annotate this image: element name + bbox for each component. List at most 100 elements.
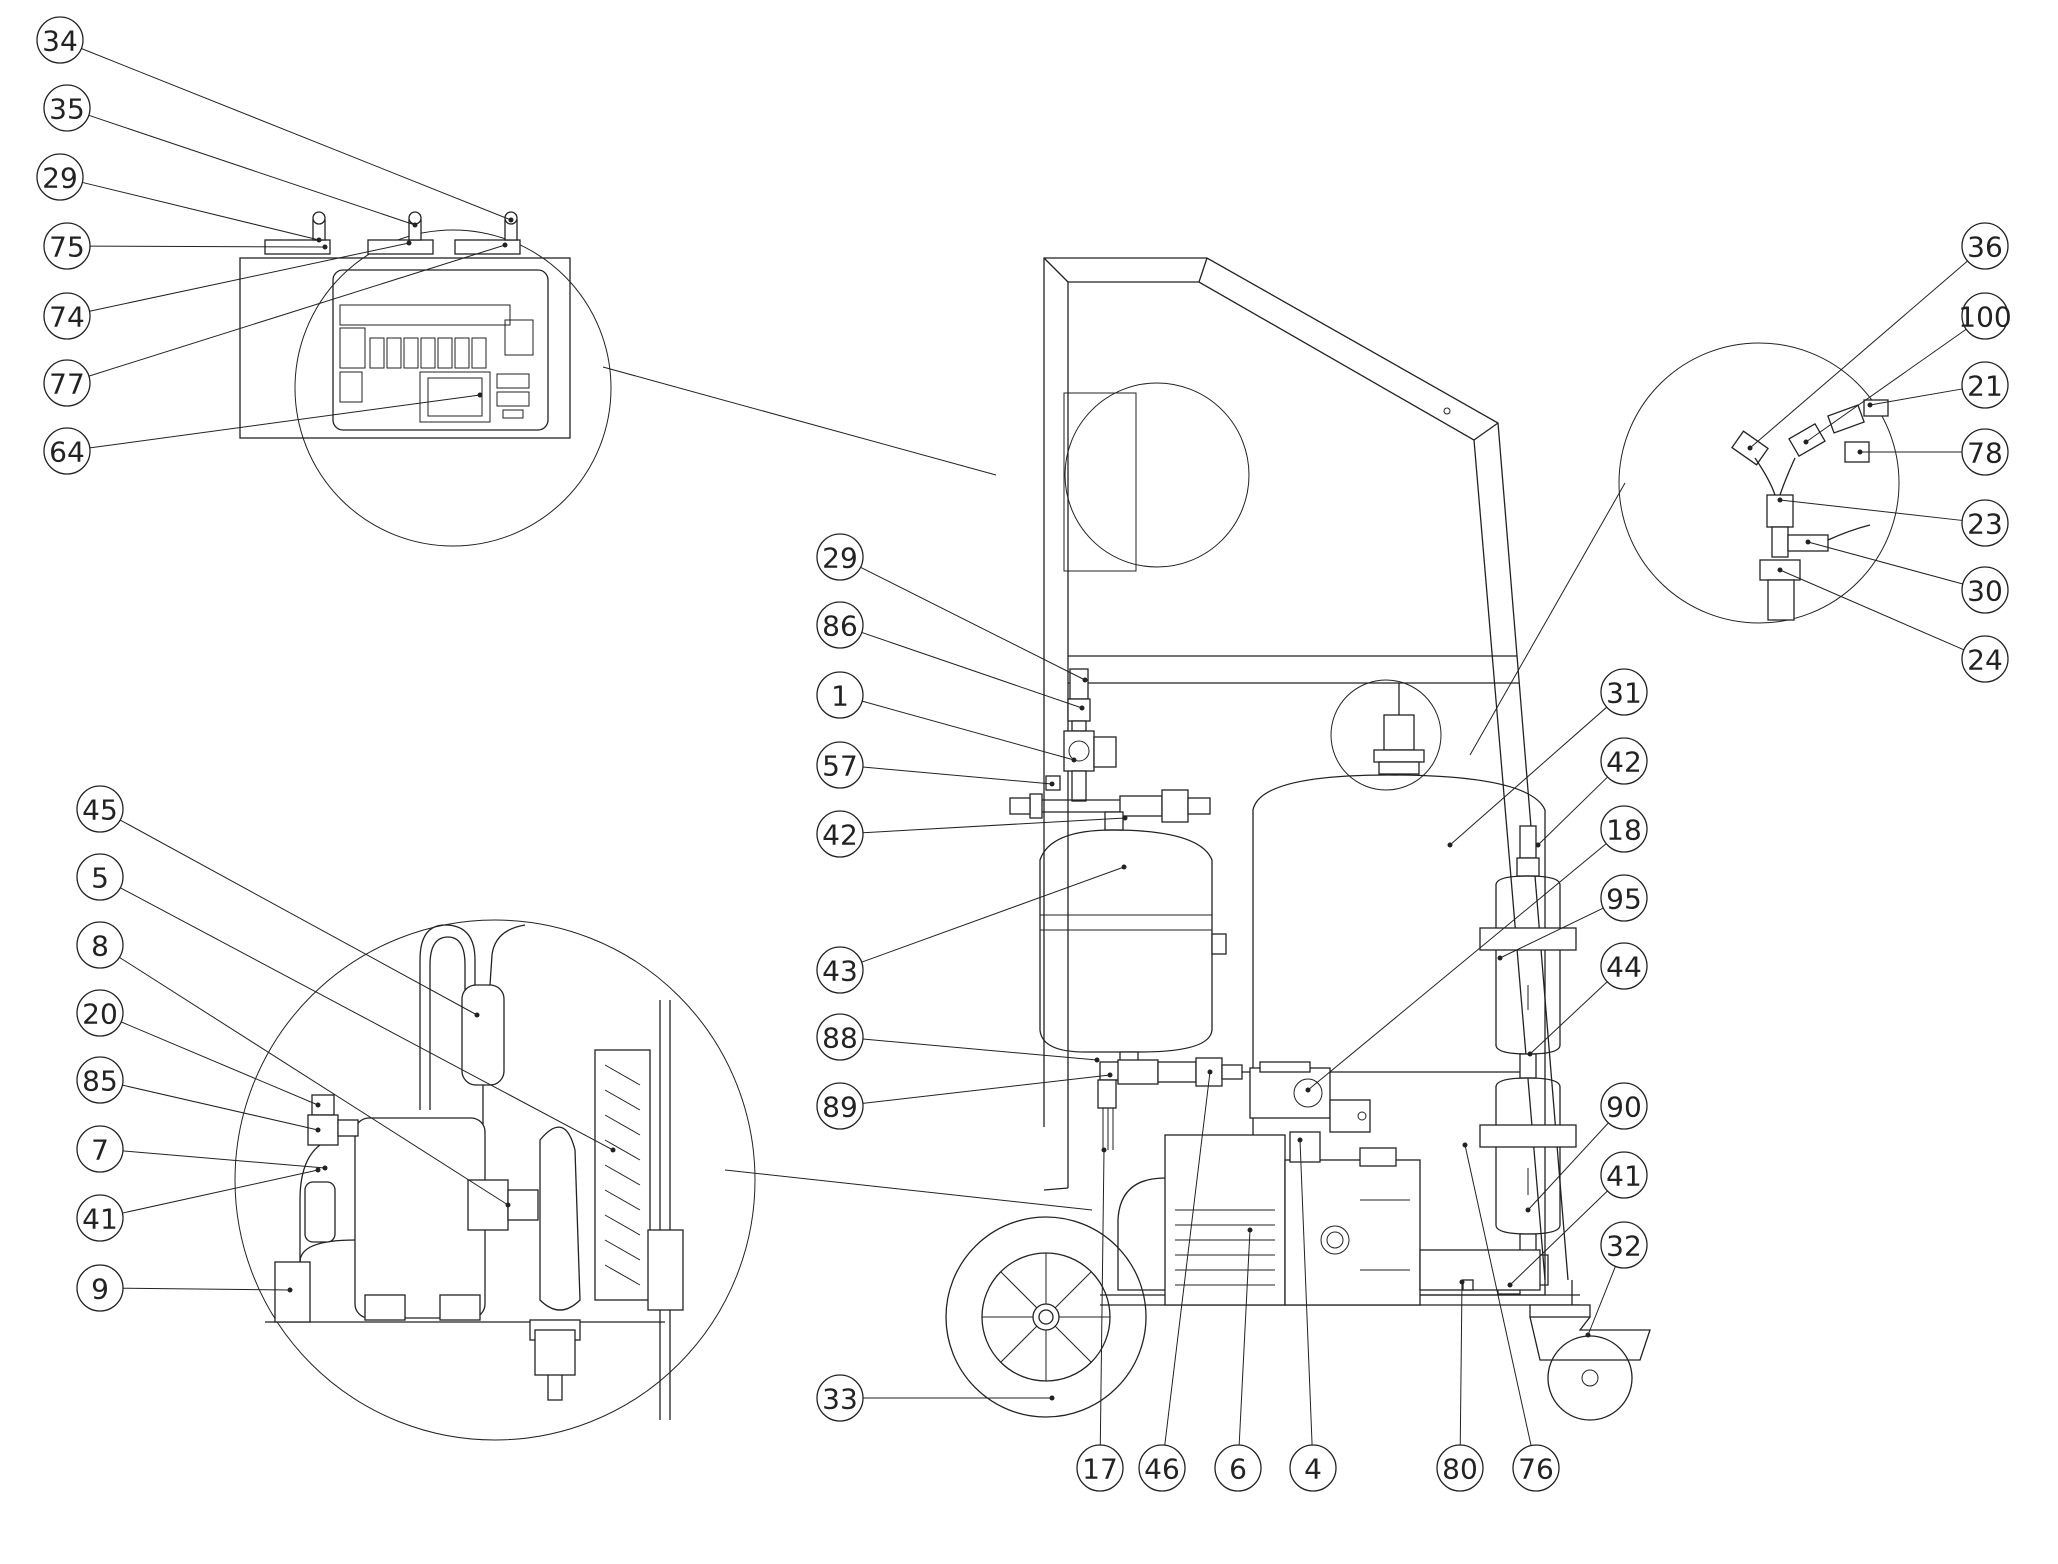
callout-c80: 80 [1436,1279,1484,1492]
leader-dot [1079,705,1085,711]
leader-dot [1049,1395,1055,1401]
callout-bubble [1512,1444,1560,1492]
callout-bubble [816,601,864,649]
callout-c75: 75 [43,222,328,270]
leader-line [1499,907,1604,959]
leader-dot [1805,539,1811,545]
callout-number: 45 [82,794,118,827]
leader-dot [315,1127,321,1133]
leader-line [1749,260,1968,449]
leader-line [1807,541,1963,585]
leader-line [1238,1229,1251,1446]
callout-bubble [816,741,864,789]
callout-number: 77 [49,368,85,401]
leader-line [861,631,1083,709]
callout-number: 32 [1606,1230,1642,1263]
leader-line [1869,388,1963,406]
leader-line [862,700,1075,761]
leader-line [88,244,506,377]
callout-c29b: 29 [816,533,1088,683]
callout-c95: 95 [1497,874,1648,961]
callout-c8: 8 [76,921,511,1208]
leader-dot [1121,864,1127,870]
leader-line [1509,1190,1608,1286]
leader-line [89,242,410,312]
callout-bubble [43,292,91,340]
callout-number: 4 [1304,1453,1322,1486]
callout-c90: 90 [1525,1082,1648,1213]
leader-dot [1527,1051,1533,1057]
callout-number: 1 [831,680,849,713]
leader-dot [322,244,328,250]
callout-number: 9 [91,1273,109,1306]
leader-line [82,181,320,241]
callout-bubble [76,1125,124,1173]
callout-bubble [816,946,864,994]
leader-line [1307,843,1607,1091]
callout-bubble [1961,566,2009,614]
leader-dot [1497,955,1503,961]
caster-wheel [1529,1304,1651,1421]
callout-number: 20 [82,998,118,1031]
leader-dot [508,217,514,223]
callout-c74: 74 [43,240,412,340]
callout-bubble [1138,1444,1186,1492]
leader-line [1449,706,1608,846]
rear-wheel [945,1216,1147,1418]
callout-c21: 21 [1867,361,2009,409]
callout-c23: 23 [1777,497,2009,547]
vacuum-pump [1117,1131,1541,1306]
leader-dot [1447,842,1453,848]
callout-number: 90 [1606,1091,1642,1124]
callout-bubble [1436,1444,1484,1492]
leader-line [88,114,416,226]
compressor-detail [234,919,756,1441]
callout-c35: 35 [43,84,418,228]
leader-line [1805,328,1967,443]
leader-dot [1049,781,1055,787]
callout-bubble [1961,635,2009,683]
callout-number: 36 [1967,231,2003,264]
callout-c24: 24 [1777,567,2009,683]
callout-c76: 76 [1462,1142,1560,1492]
callout-bubble [1961,222,2009,270]
callout-c89: 89 [816,1072,1113,1130]
leader-dot [1101,1147,1107,1153]
leader-line [1464,1144,1532,1446]
callout-bubble [816,671,864,719]
leader-line [119,956,509,1206]
leader-line [89,394,481,449]
leader-line [1779,569,1965,651]
leader-dot [505,1202,511,1208]
callout-c46: 46 [1138,1069,1213,1492]
callout-number: 6 [1229,1453,1247,1486]
leader-dot [1297,1137,1303,1143]
callout-number: 41 [1606,1160,1642,1193]
callout-bubble [816,1374,864,1422]
callout-number: 21 [1967,370,2003,403]
callout-bubble [36,153,84,201]
callout-number: 57 [822,750,858,783]
leader-dot [406,240,412,246]
leader-line [862,1074,1111,1104]
callout-number: 46 [1144,1453,1180,1486]
callout-number: 86 [822,610,858,643]
leader-dot [1585,1332,1591,1338]
callout-bubble [1600,668,1648,716]
leader-dot [322,1165,328,1171]
callout-number: 85 [82,1065,118,1098]
manifold-detail [1618,342,1900,624]
callout-bubble [43,427,91,475]
leader-line [89,245,326,248]
callout-number: 80 [1442,1453,1478,1486]
callout-bubble [1214,1444,1262,1492]
callout-c31: 31 [1447,668,1648,848]
leader-line [122,1150,326,1169]
callout-number: 29 [42,162,78,195]
callout-bubble [36,16,84,64]
leader-dot [1207,1069,1213,1075]
callout-bubble [1961,499,2009,547]
leader-dot [1082,677,1088,683]
leader-line [1537,776,1608,846]
